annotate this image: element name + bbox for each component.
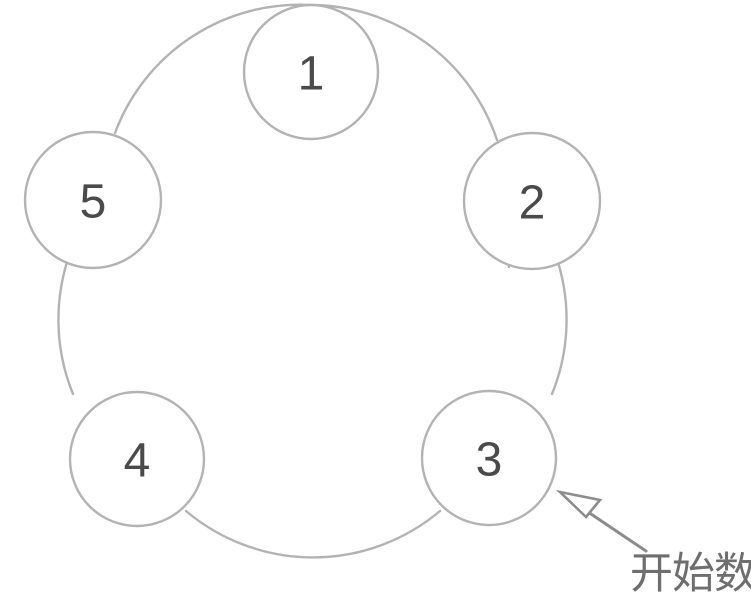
annotation-arrow-head [555, 489, 603, 519]
node-4[interactable]: 4 [68, 390, 206, 528]
node-5-circle[interactable] [23, 130, 163, 270]
edge-1-to-2 [309, 3, 499, 142]
node-3-circle[interactable] [420, 389, 558, 527]
node-4-label: 4 [124, 435, 151, 488]
annotation-label: 开始数 [630, 550, 751, 598]
node-5[interactable]: 5 [23, 130, 163, 270]
edge-2-to-3-curve [550, 254, 568, 396]
edge-4-to-5 [57, 254, 75, 396]
edge-5-to-1 [113, 3, 313, 135]
node-3-label: 3 [476, 434, 503, 487]
annotation-arrow [555, 489, 648, 553]
ring-edges-group [57, 3, 568, 559]
node-1[interactable]: 1 [242, 3, 380, 141]
node-1-circle[interactable] [242, 3, 380, 141]
annotation-arrow-shaft [586, 510, 648, 553]
node-1-label: 1 [298, 48, 325, 101]
node-3[interactable]: 3 [420, 389, 558, 527]
node-2[interactable]: 2 [462, 131, 602, 271]
node-4-circle[interactable] [68, 390, 206, 528]
edge-3-to-4 [184, 509, 442, 559]
node-5-label: 5 [80, 176, 107, 229]
node-2-circle[interactable] [462, 131, 602, 271]
node-2-label: 2 [519, 177, 546, 230]
